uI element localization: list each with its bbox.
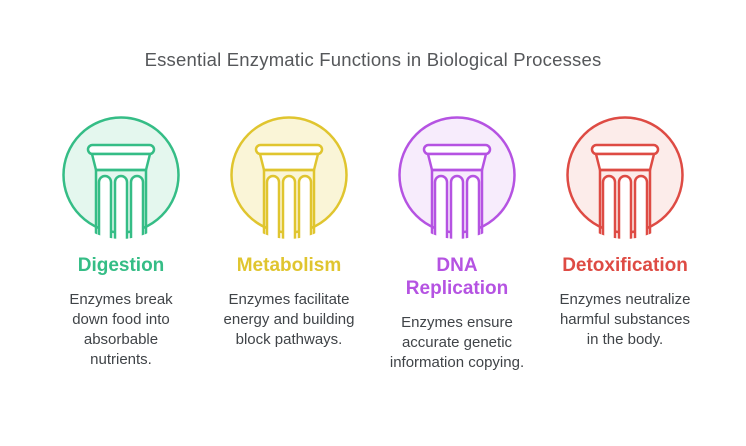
function-description: Enzymes facilitate energy and building b…	[223, 291, 355, 348]
function-description: Enzymes ensure accurate genetic informat…	[389, 314, 525, 371]
function-card-dna-replication: DNA Replication Enzymes ensure accurate …	[377, 112, 537, 373]
function-card-detoxification: Detoxification Enzymes neutralize harmfu…	[545, 112, 705, 350]
pillar-icon	[566, 116, 684, 239]
function-title: Digestion	[77, 255, 165, 276]
function-title: DNA Replication	[405, 255, 509, 299]
pillar-icon	[62, 116, 180, 239]
function-title: Metabolism	[236, 255, 342, 276]
function-card-digestion: Digestion Enzymes break down food into a…	[41, 112, 201, 370]
pillar-icon	[398, 116, 516, 239]
page-title: Essential Enzymatic Functions in Biologi…	[144, 49, 602, 70]
function-card-metabolism: Metabolism Enzymes facilitate energy and…	[209, 112, 369, 350]
function-description: Enzymes break down food into absorbable …	[69, 291, 173, 368]
function-title: Detoxification	[562, 255, 688, 276]
function-description: Enzymes neutralize harmful substances in…	[559, 291, 691, 348]
pillar-icon	[230, 116, 348, 239]
function-cards-row: Digestion Enzymes break down food into a…	[0, 112, 746, 373]
